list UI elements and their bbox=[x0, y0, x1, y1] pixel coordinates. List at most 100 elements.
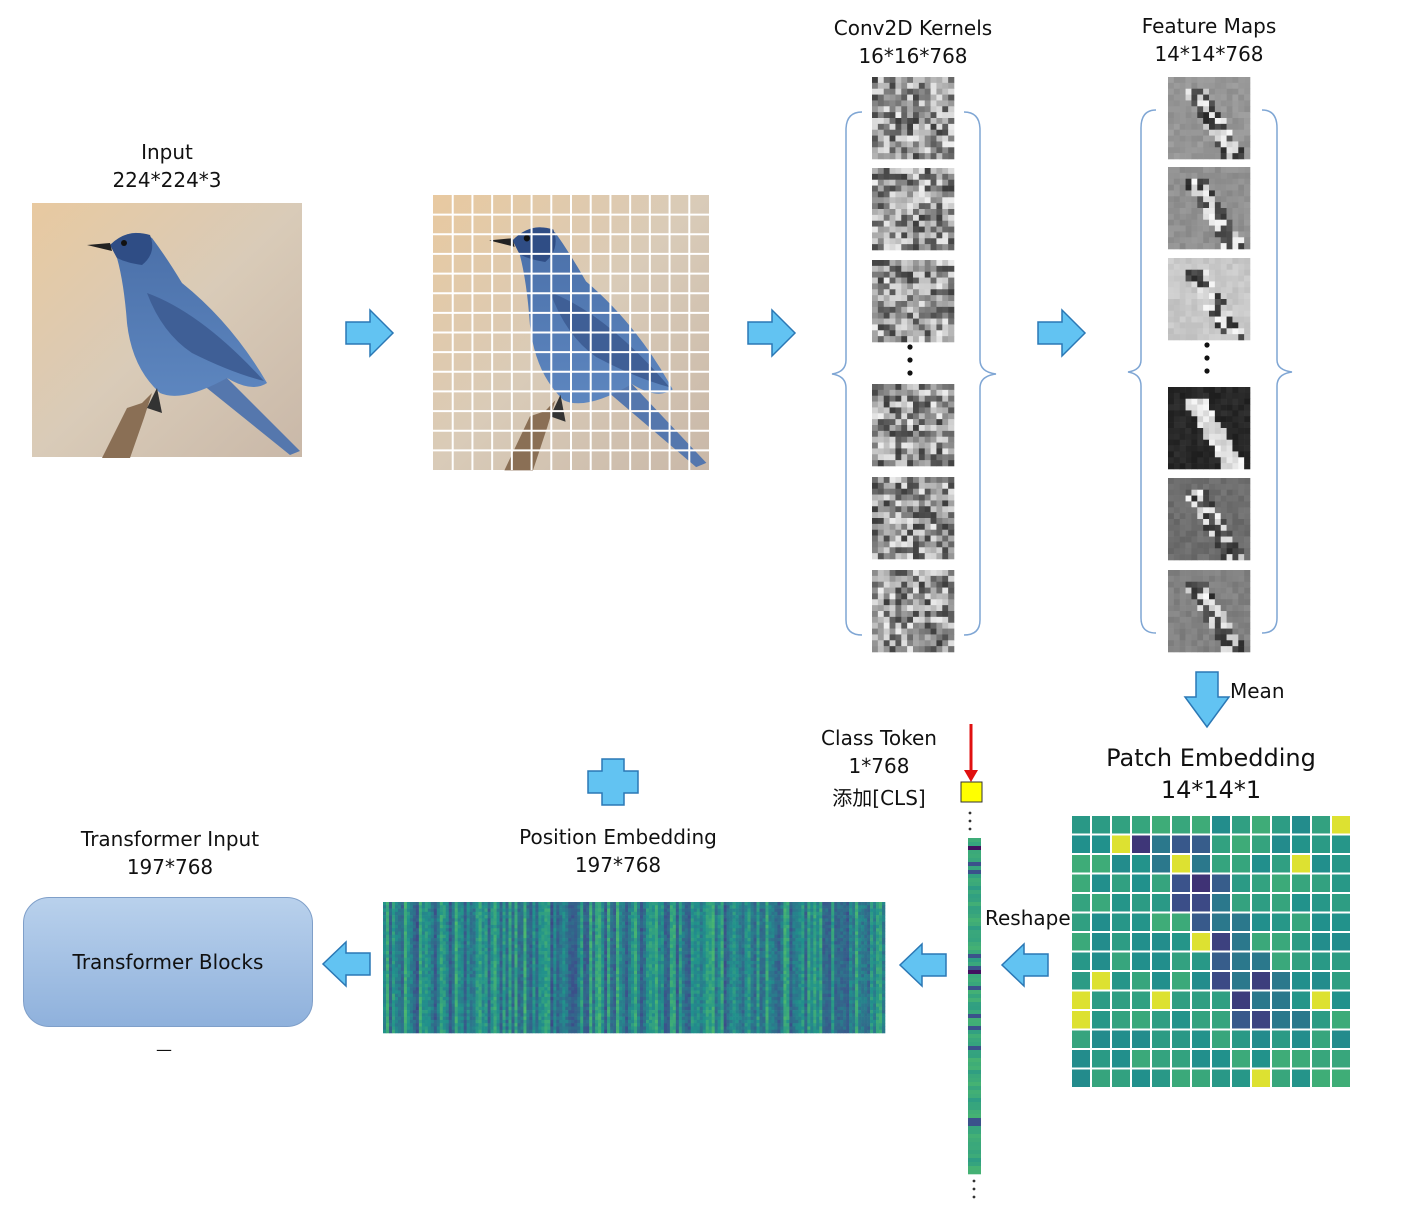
position-embedding-cell bbox=[445, 938, 450, 942]
feature-map-pixel bbox=[1226, 225, 1233, 232]
position-embedding-cell bbox=[383, 938, 387, 942]
position-embedding-cell bbox=[828, 928, 832, 932]
position-embedding-cell bbox=[442, 924, 447, 929]
kernel-pixel bbox=[872, 173, 879, 181]
position-embedding-cell bbox=[622, 902, 626, 906]
position-embedding-cell bbox=[861, 921, 865, 926]
feature-map-pixel bbox=[1244, 483, 1251, 491]
embedding-segment bbox=[968, 1142, 981, 1147]
position-embedding-cell bbox=[876, 928, 880, 932]
position-embedding-cell bbox=[400, 902, 405, 906]
position-embedding-cell bbox=[394, 924, 399, 929]
patch-embedding-cell bbox=[1212, 972, 1230, 990]
position-embedding-cell bbox=[873, 905, 877, 909]
position-embedding-cell bbox=[645, 905, 650, 909]
position-embedding-cell bbox=[514, 931, 518, 936]
kernel-pixel bbox=[901, 523, 908, 531]
position-embedding-cell bbox=[756, 902, 760, 906]
position-embedding-cell bbox=[873, 902, 877, 906]
position-embedding-cell bbox=[720, 928, 724, 932]
position-embedding-cell bbox=[589, 941, 593, 945]
feature-map-pixel bbox=[1226, 451, 1233, 458]
feature-map-pixel bbox=[1168, 237, 1175, 244]
position-embedding-cell bbox=[690, 908, 695, 913]
feature-map-pixel bbox=[1220, 225, 1227, 232]
position-embedding-cell bbox=[544, 915, 548, 919]
position-embedding-cell bbox=[397, 924, 402, 929]
embedding-segment bbox=[968, 990, 981, 995]
position-embedding-cell bbox=[442, 934, 447, 939]
position-embedding-cell bbox=[442, 911, 447, 916]
kernel-pixel bbox=[930, 147, 937, 154]
position-embedding-cell bbox=[490, 944, 494, 949]
position-embedding-cell bbox=[738, 902, 742, 906]
position-embedding-cell bbox=[783, 902, 787, 906]
feature-map-pixel bbox=[1209, 646, 1216, 653]
feature-map-pixel bbox=[1168, 178, 1175, 185]
kernel-pixel bbox=[936, 541, 943, 548]
position-embedding-cell bbox=[403, 934, 408, 939]
feature-map-pixel bbox=[1185, 392, 1192, 400]
feature-map-pixel bbox=[1220, 501, 1227, 508]
feature-map-pixel bbox=[1226, 310, 1233, 317]
position-embedding-cell bbox=[738, 921, 742, 926]
kernel-pixel bbox=[901, 203, 908, 210]
kernel-pixel bbox=[936, 448, 943, 455]
feature-map-pixel bbox=[1185, 219, 1192, 226]
kernel-pixel bbox=[942, 232, 949, 239]
kernel-pixel bbox=[889, 494, 896, 501]
position-embedding-cell bbox=[741, 931, 745, 936]
kernel-pixel bbox=[918, 220, 926, 227]
feature-map-pixel bbox=[1191, 334, 1198, 341]
position-embedding-cell bbox=[385, 911, 390, 916]
position-embedding-cell bbox=[412, 918, 417, 922]
position-embedding-cell bbox=[424, 908, 429, 913]
feature-map-pixel bbox=[1191, 287, 1198, 294]
kernel-pixel bbox=[924, 112, 931, 119]
feature-map-pixel bbox=[1203, 646, 1210, 653]
kernel-pixel bbox=[924, 454, 931, 461]
position-embedding-cell bbox=[783, 905, 787, 909]
position-embedding-cell bbox=[762, 941, 766, 945]
feature-map-pixel bbox=[1185, 611, 1192, 618]
kernel-pixel bbox=[877, 197, 885, 204]
kernel-pixel bbox=[889, 209, 896, 216]
position-embedding-cell bbox=[810, 908, 814, 913]
feature-map-pixel bbox=[1197, 213, 1204, 221]
feature-map-pixel bbox=[1238, 112, 1245, 119]
kernel-pixel bbox=[924, 118, 931, 125]
feature-map-pixel bbox=[1220, 208, 1227, 215]
patch-embedding-cell bbox=[1232, 894, 1250, 912]
position-embedding-cell bbox=[484, 908, 488, 913]
kernel-pixel bbox=[872, 425, 879, 432]
kernel-pixel bbox=[872, 547, 879, 554]
patch-embedding-cell bbox=[1072, 1069, 1090, 1087]
position-embedding-cell bbox=[547, 931, 551, 936]
position-embedding-cell bbox=[442, 918, 447, 922]
feature-map-pixel bbox=[1220, 112, 1227, 119]
patch-embedding-cell bbox=[1332, 1030, 1350, 1048]
kernel-pixel bbox=[948, 301, 955, 308]
kernel-pixel bbox=[907, 448, 914, 455]
position-embedding-cell bbox=[699, 905, 704, 909]
position-embedding-cell bbox=[780, 902, 784, 906]
feature-map-pixel bbox=[1238, 153, 1245, 160]
kernel-pixel bbox=[948, 106, 955, 113]
position-embedding-cell bbox=[747, 902, 751, 906]
position-embedding-cell bbox=[876, 921, 880, 926]
position-embedding-cell bbox=[556, 908, 560, 913]
position-embedding-cell bbox=[825, 902, 829, 906]
kernel-pixel bbox=[913, 209, 920, 216]
position-embedding-cell bbox=[604, 941, 608, 945]
position-embedding-cell bbox=[750, 941, 754, 945]
position-embedding-cell bbox=[789, 938, 793, 942]
position-embedding-cell bbox=[861, 931, 865, 936]
position-embedding-cell bbox=[681, 921, 686, 926]
position-embedding-cell bbox=[729, 902, 733, 906]
position-embedding-cell bbox=[876, 931, 880, 936]
feature-map-pixel bbox=[1232, 398, 1239, 405]
position-embedding-cell bbox=[858, 911, 862, 916]
position-embedding-cell bbox=[714, 905, 718, 909]
kernel-pixel bbox=[924, 214, 931, 222]
patch-embedding-cell bbox=[1072, 913, 1090, 931]
